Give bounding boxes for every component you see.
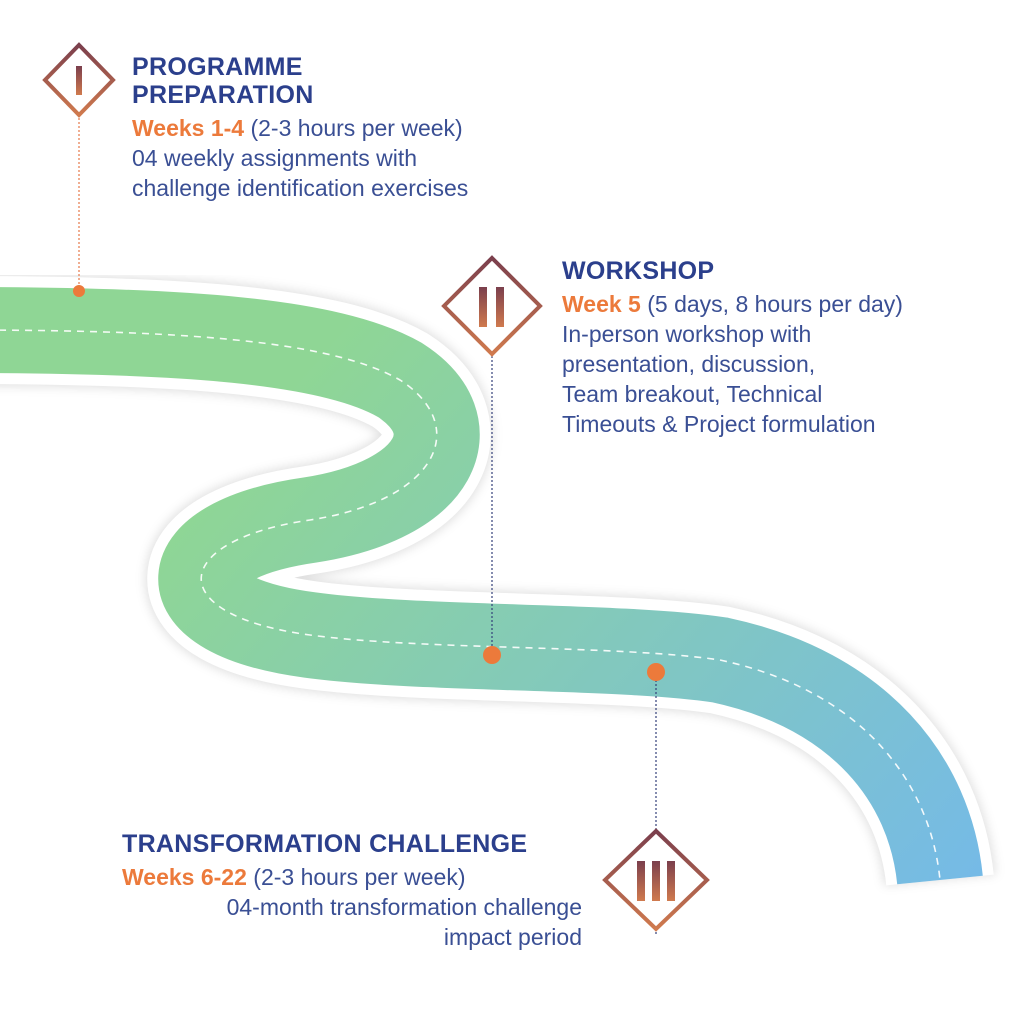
- stage-1-title: PROGRAMME PREPARATION: [132, 53, 612, 109]
- stage-1-marker: [42, 42, 116, 118]
- stage-1: PROGRAMME PREPARATION Weeks 1-4 (2-3 hou…: [132, 53, 612, 203]
- stage-1-weeks-detail: (2-3 hours per week): [250, 115, 463, 141]
- stage-1-schedule: Weeks 1-4 (2-3 hours per week): [132, 113, 612, 143]
- stage-2-dot: [483, 646, 501, 664]
- stage-1-title-line2: PREPARATION: [132, 81, 314, 109]
- stage-2-weeks: Week 5: [562, 291, 641, 317]
- stage-2-desc-line: Team breakout, Technical: [562, 381, 823, 407]
- stage-3: TRANSFORMATION CHALLENGE Weeks 6-22 (2-3…: [90, 830, 582, 952]
- stage-2-weeks-detail: (5 days, 8 hours per day): [647, 291, 903, 317]
- stage-2-marker: [441, 255, 543, 357]
- stage-3-weeks: Weeks 6-22: [122, 864, 247, 890]
- stage-3-description: 04-month transformation challenge impact…: [90, 892, 582, 952]
- stage-3-weeks-detail: (2-3 hours per week): [253, 864, 466, 890]
- stage-2-description: In-person workshop with presentation, di…: [562, 319, 1022, 439]
- stage-2-schedule: Week 5 (5 days, 8 hours per day): [562, 289, 1022, 319]
- stage-3-desc-line: 04-month transformation challenge: [226, 894, 582, 920]
- stage-2-title: WORKSHOP: [562, 257, 715, 285]
- stage-3-title: TRANSFORMATION CHALLENGE: [122, 830, 528, 858]
- stage-3-desc-line: impact period: [443, 924, 582, 950]
- stage-1-desc-line: challenge identification exercises: [132, 175, 469, 201]
- stage-1-title-line1: PROGRAMME: [132, 53, 303, 81]
- stage-3-dot: [647, 663, 665, 681]
- stage-2-desc-line: In-person workshop with: [562, 321, 812, 347]
- stage-2-desc-line: presentation, discussion,: [562, 351, 816, 377]
- stage-1-dot: [73, 285, 85, 297]
- stage-3-marker: [602, 828, 710, 932]
- stage-3-schedule: Weeks 6-22 (2-3 hours per week): [90, 862, 582, 892]
- stage-2-desc-line: Timeouts & Project formulation: [562, 411, 876, 437]
- road: [0, 274, 996, 888]
- stage-1-desc-line: 04 weekly assignments with: [132, 145, 418, 171]
- stage-1-description: 04 weekly assignments with challenge ide…: [132, 143, 612, 203]
- stage-1-weeks: Weeks 1-4: [132, 115, 245, 141]
- stage-2: WORKSHOP Week 5 (5 days, 8 hours per day…: [562, 257, 1022, 439]
